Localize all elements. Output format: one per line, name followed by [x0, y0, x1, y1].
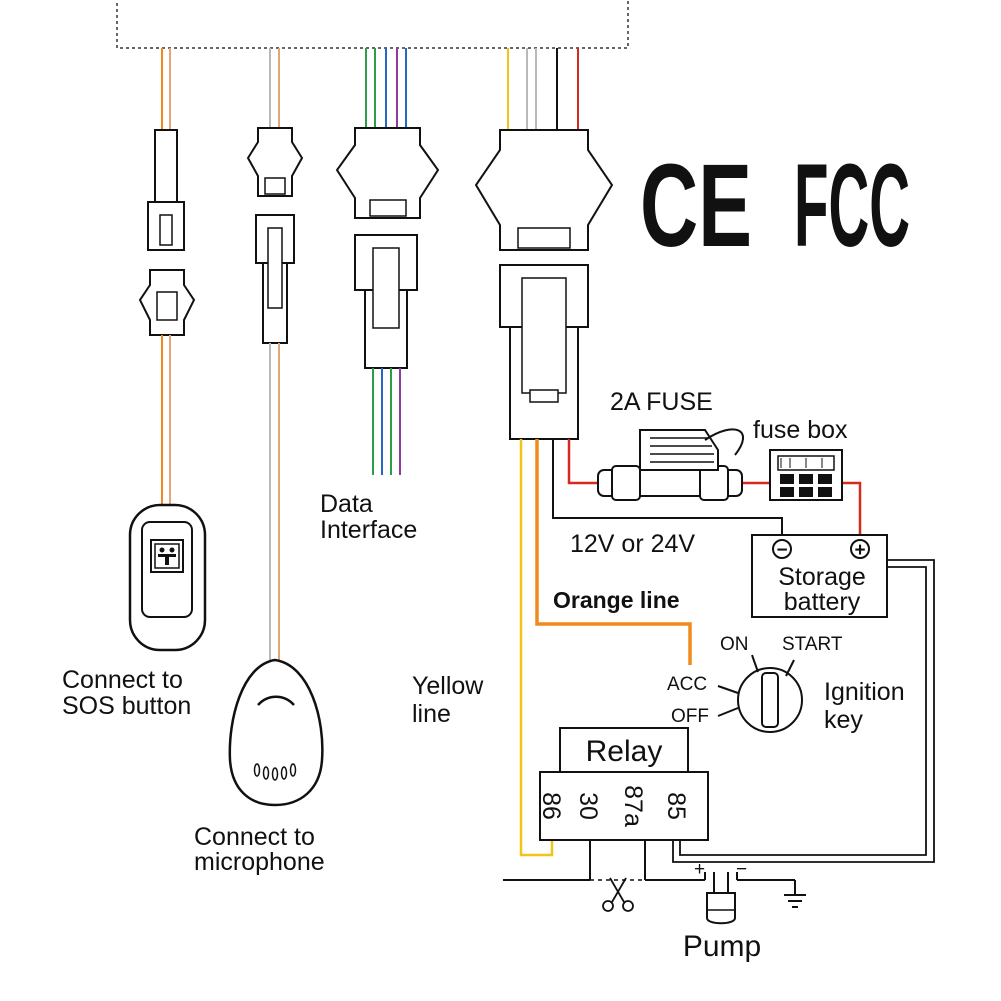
- relay-pin-87a: 87a: [619, 785, 647, 827]
- power-connector-female: [474, 129, 614, 251]
- ignition-label-line1: Ignition: [824, 678, 905, 706]
- fuse-box-label: fuse box: [753, 416, 848, 444]
- ce-mark-logo: CE: [640, 140, 752, 272]
- battery-label-line2: battery: [784, 588, 861, 616]
- ignition-acc: ACC: [667, 674, 707, 695]
- pump-circuit: [503, 840, 806, 925]
- fuse: [597, 428, 745, 501]
- relay: [539, 727, 709, 841]
- yellow-line-label-2: line: [412, 700, 451, 728]
- power-harness: [474, 48, 614, 440]
- sos-label-line1: Connect to: [62, 666, 183, 694]
- yellow-line-label-1: Yellow: [412, 672, 484, 700]
- battery-label-line1: Storage: [778, 563, 866, 591]
- ignition-label-line2: key: [824, 706, 863, 734]
- tracker-device-outline: [116, 0, 629, 49]
- data-interface-harness: [335, 48, 440, 475]
- sos-label-line2: SOS button: [62, 692, 191, 720]
- ignition-on: ON: [720, 634, 749, 655]
- red-wire-c: [842, 481, 862, 538]
- sos-harness: [128, 48, 207, 652]
- ignition-off: OFF: [671, 706, 709, 727]
- battery-relay-wire-inner: [679, 566, 927, 856]
- relay-title: Relay: [586, 735, 663, 768]
- fcc-mark-logo: FCC: [794, 140, 910, 272]
- yellow-wire: [519, 439, 554, 857]
- data-connector-female: [335, 127, 440, 219]
- mic-label-line2: microphone: [194, 848, 325, 876]
- pump-body: [706, 892, 736, 925]
- mic-label-line1: Connect to: [194, 823, 315, 851]
- red-wire-a: [567, 439, 598, 485]
- microphone-body: [228, 658, 324, 807]
- data-label-line2: Interface: [320, 516, 417, 544]
- storage-battery: [751, 534, 888, 618]
- relay-pin-86: 86: [537, 792, 565, 820]
- orange-line-label: Orange line: [553, 587, 680, 613]
- relay-base: [539, 771, 709, 841]
- battery-plus-terminal: [850, 539, 870, 559]
- battery-plus-sign: +: [854, 540, 865, 561]
- relay-pin-85: 85: [662, 792, 690, 820]
- scissors-icon: [602, 877, 634, 912]
- ground-wire: [552, 439, 783, 538]
- ignition-key: [717, 654, 803, 733]
- pump-minus: −: [736, 859, 747, 880]
- pump-plus: +: [694, 859, 705, 880]
- orange-wire: [535, 439, 692, 665]
- voltage-label: 12V or 24V: [570, 530, 695, 558]
- ignition-start: START: [782, 634, 843, 655]
- battery-relay-wire-outer: [672, 559, 935, 863]
- fuse-box: [769, 449, 843, 501]
- battery-minus-terminal: [772, 539, 792, 559]
- fuse-label: 2A FUSE: [610, 388, 713, 416]
- relay-pin-30: 30: [574, 792, 602, 820]
- battery-minus-sign: −: [776, 540, 787, 561]
- mic-connector-female: [246, 127, 304, 197]
- relay-top: [559, 727, 689, 773]
- pump-label: Pump: [683, 930, 761, 963]
- data-label-line1: Data: [320, 490, 373, 518]
- microphone-harness: [228, 48, 324, 807]
- sos-connector-male: [154, 129, 178, 203]
